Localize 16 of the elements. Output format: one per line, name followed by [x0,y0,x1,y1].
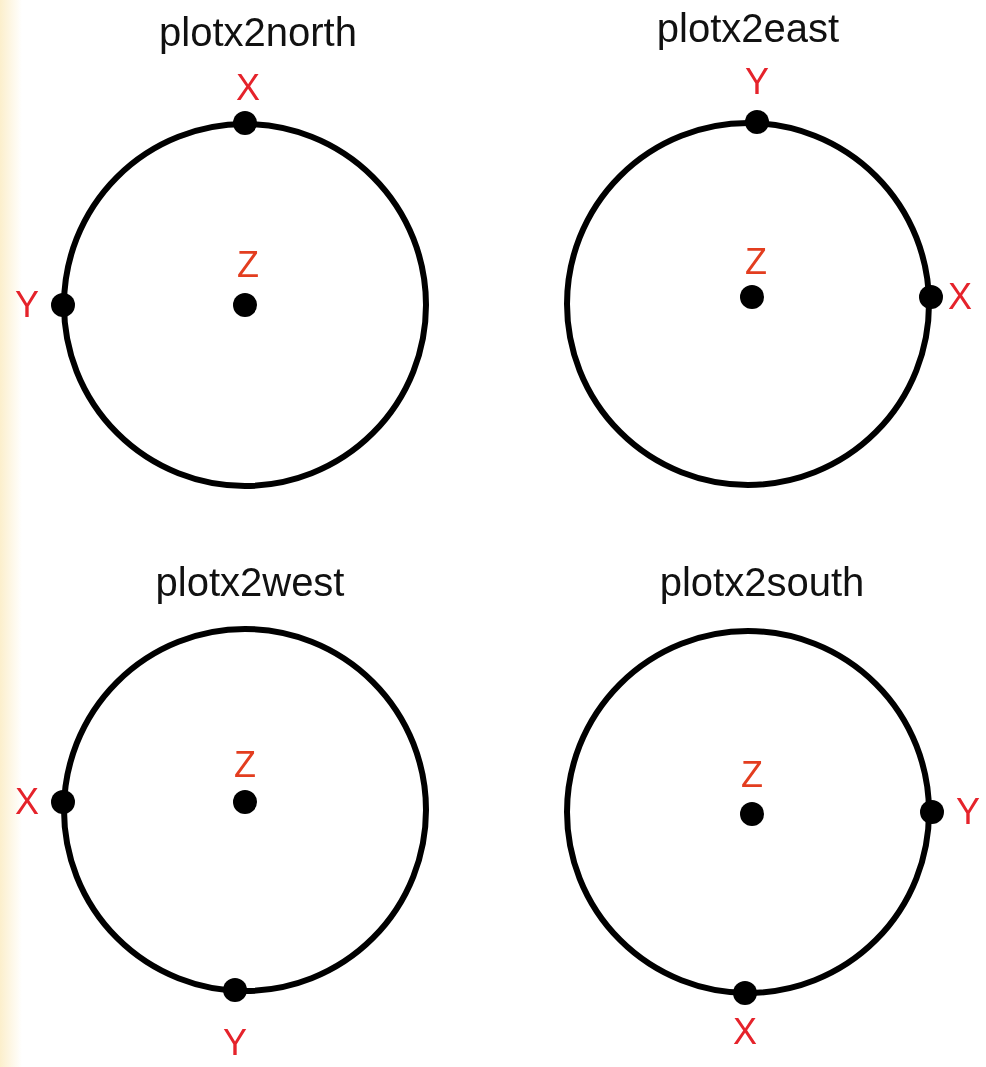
axis-label: Y [745,62,769,102]
axis-label: Z [237,245,259,285]
axis-label: Y [15,285,39,325]
axis-label: Z [745,242,767,282]
axis-label: Z [741,755,763,795]
axis-label: X [15,782,39,822]
axis-label: X [948,277,972,317]
axis-label: X [236,68,260,108]
plot-title: plotx2south [658,559,866,606]
plot-title: plotx2west [154,559,346,606]
axis-label: Y [956,792,980,832]
axis-label: X [733,1012,757,1052]
plot-title: plotx2east [655,5,841,52]
plot-title: plotx2north [158,9,358,56]
axis-label: Z [234,745,256,785]
axis-label: Y [223,1023,247,1063]
